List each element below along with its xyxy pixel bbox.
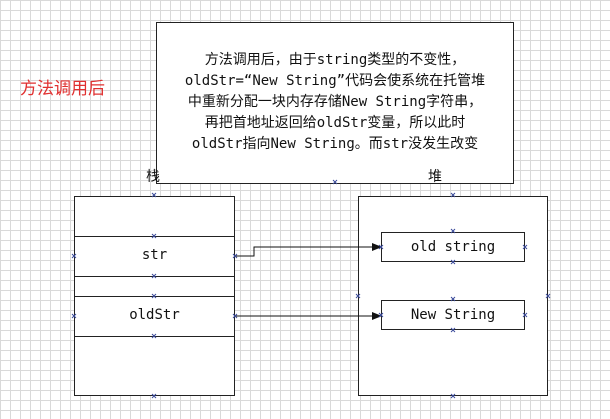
stack-cell-oldstr: oldStr [129, 307, 180, 323]
connection-point-markers [71, 179, 551, 399]
x-marker [232, 253, 238, 259]
note-box [156, 22, 514, 184]
note-line-5: oldStr指向New String。而str没发生改变 [191, 136, 479, 152]
pointer-str-to-old-string [235, 243, 382, 257]
x-marker [151, 293, 157, 299]
x-marker [450, 327, 456, 333]
x-marker [450, 228, 456, 234]
x-marker [232, 313, 238, 319]
x-marker [378, 312, 384, 318]
x-marker [522, 244, 528, 250]
note-line-3: 中重新分配一块内存存储New String字符串， [187, 94, 483, 110]
stack-label: 栈 [146, 169, 160, 185]
note-line-1: 方法调用后，由于string类型的不变性， [204, 52, 466, 68]
x-marker [450, 192, 456, 198]
x-marker [332, 179, 338, 185]
x-marker [151, 233, 157, 239]
side-title: 方法调用后 [20, 79, 105, 99]
x-marker [522, 312, 528, 318]
x-marker [151, 273, 157, 279]
x-marker [151, 192, 157, 198]
x-marker [71, 253, 77, 259]
note-text: 方法调用后，由于string类型的不变性， oldStr=“New String… [156, 50, 514, 155]
heap-label: 堆 [428, 169, 442, 185]
x-marker [450, 259, 456, 265]
x-marker [71, 313, 77, 319]
x-marker [450, 393, 456, 399]
x-marker [545, 293, 551, 299]
x-marker [450, 296, 456, 302]
x-marker [151, 393, 157, 399]
heap-item-old-string: old string [381, 232, 525, 262]
x-marker [378, 244, 384, 250]
x-marker [151, 333, 157, 339]
x-marker [355, 293, 361, 299]
note-line-4: 再把首地址返回给oldStr变量，所以此时 [204, 115, 466, 131]
stack-cell-str: str [141, 247, 168, 263]
note-line-2: oldStr=“New String”代码会使系统在托管堆 [184, 73, 486, 89]
